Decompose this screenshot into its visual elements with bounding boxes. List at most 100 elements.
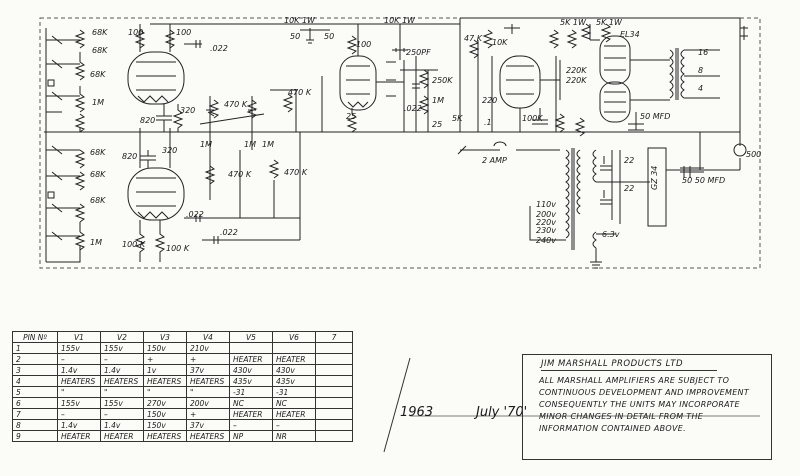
resistor-label: 470 K <box>224 100 248 109</box>
resistor-label: 5K 1W <box>560 18 586 27</box>
resistor-label: 25 <box>346 112 357 121</box>
table-cell <box>315 397 353 409</box>
table-cell <box>229 342 273 354</box>
table-cell: 1v <box>143 364 187 376</box>
tube-v4 <box>499 55 541 109</box>
table-cell: – <box>57 353 101 365</box>
table-cell: + <box>186 353 230 365</box>
transformer-tap-label: 230v <box>536 226 557 235</box>
capacitor-label: 50 <box>290 32 301 41</box>
table-cell: – <box>229 419 273 431</box>
table-cell: -31 <box>272 386 316 398</box>
column-header: V1 <box>57 331 101 343</box>
input-jacks <box>45 28 63 262</box>
resistor-label: 220K <box>566 76 587 85</box>
table-cell: 4 <box>12 375 58 387</box>
resistor-label: 5K <box>452 114 463 123</box>
resistor-label: 10K 1W <box>384 16 415 25</box>
tap-label: 4 <box>698 84 704 93</box>
table-cell: HEATERS <box>186 430 230 442</box>
table-cell <box>315 430 353 442</box>
volume-pots <box>199 89 301 244</box>
table-cell: 150v <box>143 342 187 354</box>
table-cell: NR <box>272 430 316 442</box>
transformer-tap-label: 110v <box>536 200 557 209</box>
table-cell: " <box>100 386 144 398</box>
table-cell: 2 <box>12 353 58 365</box>
table-cell: 435v <box>229 375 273 387</box>
resistor-label: 68K <box>90 170 106 179</box>
table-cell: 1.4v <box>57 364 101 376</box>
table-cell: 1.4v <box>100 364 144 376</box>
resistor-label: 100 <box>356 40 372 49</box>
resistor-label: 470 K <box>284 168 308 177</box>
resistor-label: 220 <box>482 96 498 105</box>
table-cell <box>315 375 353 387</box>
capacitor-label: 22 <box>624 156 635 165</box>
table-cell: 155v <box>57 342 101 354</box>
capacitor-label: 22 <box>624 184 635 193</box>
capacitor-label: 50 50 MFD <box>682 176 726 185</box>
table-cell: HEATER <box>272 353 316 365</box>
table-cell: 210v <box>186 342 230 354</box>
table-cell: HEATER <box>229 408 273 420</box>
resistor-label: 470 K <box>288 88 312 97</box>
table-cell: 270v <box>143 397 187 409</box>
input-resistors <box>46 29 86 263</box>
capacitor-label: .1 <box>484 118 492 127</box>
table-cell: 200v <box>186 397 230 409</box>
table-cell <box>315 342 353 354</box>
column-header: V6 <box>272 331 316 343</box>
table-row: 5""""-31-31 <box>12 386 353 398</box>
table-cell: " <box>57 386 101 398</box>
ht-rail <box>150 17 740 25</box>
table-cell: HEATER <box>229 353 273 365</box>
resistor-label: 820 <box>140 116 156 125</box>
table-cell: 7 <box>12 408 58 420</box>
table-cell: NC <box>229 397 273 409</box>
manufacturer-notice: JIM MARSHALL PRODUCTS LTD ALL MARSHALL A… <box>522 354 772 460</box>
table-cell: + <box>186 408 230 420</box>
table-cell: 155v <box>100 397 144 409</box>
table-cell: – <box>272 419 316 431</box>
power-supply <box>457 132 741 269</box>
table-cell <box>272 342 316 354</box>
pot-label: 1M <box>432 96 444 105</box>
table-cell: 8 <box>12 419 58 431</box>
capacitor-label: .022 <box>220 228 238 237</box>
resistor-label: 68K <box>92 28 108 37</box>
table-cell: HEATER <box>272 408 316 420</box>
resistor-label: 10K <box>492 38 508 47</box>
resistor-label: 5K 1W <box>596 18 622 27</box>
resistor-label: 1M <box>92 98 104 107</box>
table-cell: – <box>100 408 144 420</box>
speaker-output <box>740 26 748 40</box>
table-cell: -31 <box>229 386 273 398</box>
column-header: V5 <box>229 331 273 343</box>
transformer-tap-label: 240v <box>536 236 557 245</box>
table-cell: 430v <box>229 364 273 376</box>
resistor-label: 820 <box>122 152 138 161</box>
column-header: 7 <box>315 331 353 343</box>
transformer-tap-label: 200v <box>536 210 557 219</box>
column-header: V3 <box>143 331 187 343</box>
output-transformer <box>669 18 747 157</box>
tube-v3 <box>339 24 377 111</box>
table-cell: 3 <box>12 364 58 376</box>
table-cell: 435v <box>272 375 316 387</box>
tone-stack <box>386 24 438 132</box>
capacitor-label: 320 <box>162 146 178 155</box>
resistor-label: 47 K <box>464 34 482 43</box>
table-cell: HEATERS <box>57 375 101 387</box>
output-grid-network <box>580 23 670 131</box>
capacitor-label: 250PF <box>406 48 431 57</box>
resistor-label: 100 K <box>166 244 190 253</box>
table-cell <box>315 353 353 365</box>
resistor-label: 1M <box>200 140 212 149</box>
table-cell: 150v <box>143 408 187 420</box>
